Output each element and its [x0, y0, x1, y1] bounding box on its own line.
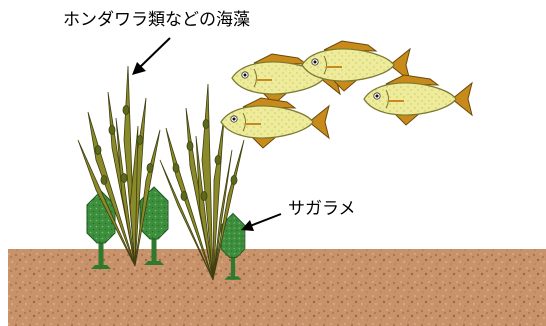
seaweed-label: ホンダワラ類などの海藻 — [63, 12, 250, 29]
fish-3 — [364, 75, 472, 125]
sagarame-label: サガラメ — [288, 201, 356, 218]
fish-4 — [221, 98, 329, 148]
seaweed-callout-arrow — [132, 38, 170, 75]
seabed — [8, 249, 546, 326]
sagarame-callout-arrow — [241, 214, 281, 231]
